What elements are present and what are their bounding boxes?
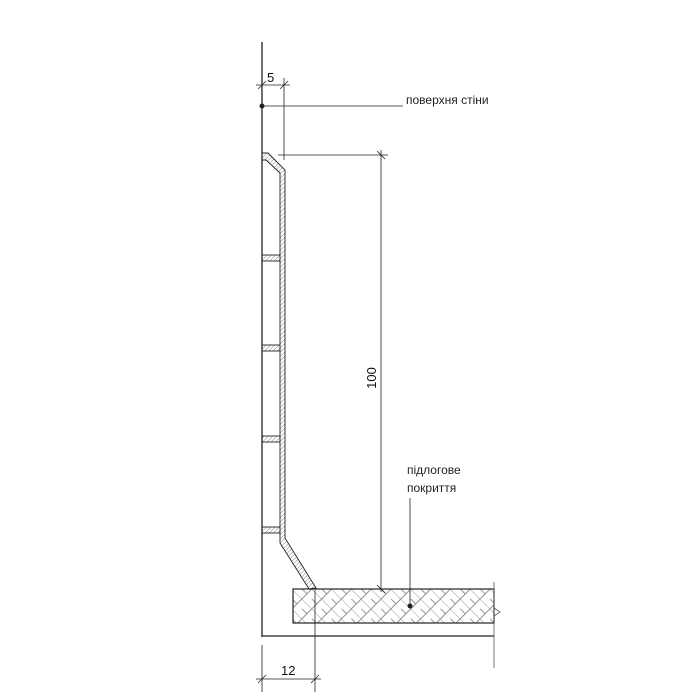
dimension-height-label: 100	[364, 367, 379, 389]
floor-covering	[292, 582, 501, 668]
dimension-height	[278, 150, 388, 594]
wall-surface-label: поверхня стіни	[406, 93, 489, 107]
wall-surface-dot	[259, 103, 265, 109]
floor-covering-label-line2: покриття	[407, 481, 456, 495]
floor-covering-label-line1: підлогове	[407, 463, 461, 477]
dimension-offset-bottom	[256, 590, 321, 692]
dimension-offset-top	[256, 78, 290, 160]
dimension-offset-bottom-label: 12	[281, 663, 295, 678]
skirting-profile	[261, 152, 317, 590]
dimension-offset-top-label: 5	[267, 70, 274, 85]
floor-covering-dot	[407, 603, 413, 609]
